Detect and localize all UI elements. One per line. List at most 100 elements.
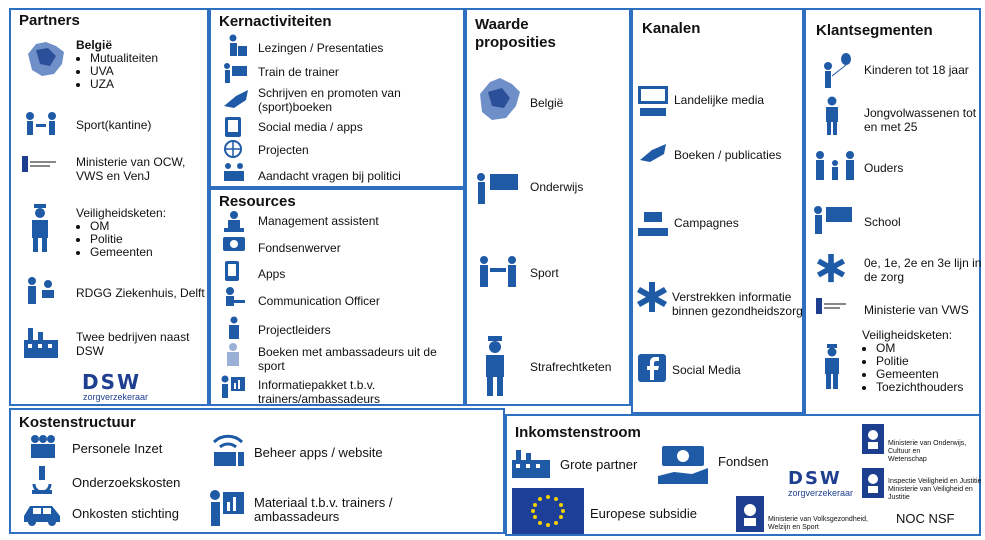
teacher-board-icon: [474, 170, 520, 206]
dsw-logo: DSW: [82, 370, 142, 394]
klant-item-4: 0e, 1e, 2e en 3e lijn in de zorg: [864, 256, 982, 284]
partners-sport: Sport(kantine): [76, 118, 152, 132]
res-item-2: Apps: [258, 267, 286, 281]
factory-icon: [22, 326, 60, 360]
list-item: OM: [876, 342, 963, 355]
list-item: Mutualiteiten: [90, 52, 158, 65]
phone-app-icon: [224, 260, 240, 282]
list-item: OM: [90, 220, 153, 233]
waarde-item-2: Sport: [530, 266, 559, 280]
trainer-icon: [222, 62, 248, 84]
list-item: Gemeenten: [876, 368, 963, 381]
kosten-item-2: Onkosten stichting: [72, 506, 179, 521]
doctor-patient-icon: [22, 276, 58, 306]
kosten-item-3: Beheer apps / website: [254, 445, 383, 460]
partners-rdgg: RDGG Ziekenhuis, Delft: [76, 286, 205, 300]
res-item-6: Informatiepakket t.b.v. trainers/ambassa…: [258, 378, 381, 406]
ministry-logo-icon: [816, 298, 846, 314]
open-book-icon: [638, 140, 668, 164]
car-icon: [20, 500, 64, 526]
police-officer-icon: [480, 336, 510, 398]
resources-box: [209, 188, 465, 406]
inkomsten-title: Inkomstenstroom: [515, 424, 641, 441]
factory-icon: [510, 448, 552, 480]
partners-title: Partners: [19, 12, 80, 29]
resources-title: Resources: [219, 193, 296, 210]
kosten-title: Kostenstructuur: [19, 414, 136, 431]
inkomsten-fondsen: Fondsen: [718, 454, 769, 469]
boxing-icon: [474, 254, 522, 290]
ambassador-icon: [222, 342, 244, 368]
police-officer-icon: [26, 204, 54, 254]
kosten-item-1: Onderzoekskosten: [72, 475, 181, 490]
medical-star-icon: [636, 280, 668, 314]
team-people-icon: [28, 434, 58, 460]
klant-veiligheid-title: Veiligheidsketen:: [862, 328, 953, 342]
kosten-item-4: Materiaal t.b.v. trainers / ambassadeurs: [254, 495, 393, 524]
waarde-item-1: Onderwijs: [530, 180, 584, 194]
belgium-map-icon: [474, 70, 524, 126]
medical-star-icon: [816, 252, 846, 284]
ministry-logo-icon: [862, 424, 884, 454]
kernactiviteiten-title: Kernactiviteiten: [219, 13, 332, 30]
list-item: UVA: [90, 65, 158, 78]
res-item-3: Communication Officer: [258, 294, 380, 308]
dsw-logo: DSW: [788, 468, 842, 489]
assistant-icon: [222, 210, 246, 234]
partners-ministerie: Ministerie van OCW, VWS en VenJ: [76, 155, 186, 183]
ministry-logo-icon: [22, 156, 56, 172]
info-board-icon: [208, 488, 246, 528]
waarde-title: Waarde proposities: [475, 16, 556, 51]
lecturer-icon: [226, 34, 248, 58]
young-adult-icon: [822, 96, 842, 136]
kosten-box: [9, 408, 505, 534]
media-screen-icon: [636, 84, 670, 118]
kanalen-box: [631, 8, 804, 414]
kanalen-item-2: Campagnes: [674, 216, 739, 230]
inkomsten-grote-partner: Grote partner: [560, 457, 638, 472]
klant-item-3: School: [864, 215, 901, 229]
waarde-item-3: Strafrechtketen: [530, 360, 612, 374]
kosten-item-0: Personele Inzet: [72, 441, 163, 456]
partners-veiligheid-title: Veiligheidsketen:: [76, 206, 167, 220]
belgium-map-icon: [22, 34, 70, 82]
money-hand-icon: [656, 444, 710, 486]
money-icon: [222, 236, 246, 252]
police-officer-icon: [822, 344, 842, 390]
kern-item-3: Social media / apps: [258, 120, 363, 134]
campaign-audience-icon: [636, 210, 670, 238]
waarde-item-0: België: [530, 96, 564, 110]
kernactiviteiten-box: [209, 8, 465, 188]
kanalen-item-0: Landelijke media: [674, 93, 765, 107]
ministry-logo-icon: [862, 468, 884, 498]
res-item-1: Fondsenwerver: [258, 241, 341, 255]
list-item: UZA: [90, 78, 158, 91]
inkomsten-europese: Europese subsidie: [590, 506, 697, 521]
family-icon: [812, 150, 858, 182]
teacher-board-icon: [812, 204, 854, 236]
kern-item-4: Projecten: [258, 143, 309, 157]
klant-veiligheid-list: OM Politie Gemeenten Toezichthouders: [862, 342, 963, 394]
facebook-icon: [638, 354, 666, 382]
partners-belgie: België: [76, 38, 113, 52]
res-item-4: Projectleiders: [258, 323, 331, 337]
inkomsten-inspectie: Inspectie Veiligheid en Justitie Ministe…: [888, 478, 982, 501]
ministry-logo-icon: [736, 496, 764, 532]
kanalen-title: Kanalen: [642, 20, 701, 37]
klant-item-0: Kinderen tot 18 jaar: [864, 63, 969, 77]
tablet-icon: [224, 116, 242, 138]
officer-desk-icon: [222, 286, 246, 310]
res-item-5: Boeken met ambassadeurs uit de sport: [258, 345, 437, 373]
sport-people-icon: [22, 110, 62, 140]
list-item: Gemeenten: [90, 246, 153, 259]
kern-item-1: Train de trainer: [258, 65, 339, 79]
partners-veiligheid-list: OM Politie Gemeenten: [76, 220, 153, 259]
inkomsten-min-ocw: Ministerie van Onderwijs, Cultuur en Wet…: [888, 440, 967, 463]
child-balloon-icon: [818, 52, 854, 90]
kern-item-2: Schrijven en promoten van (sport)boeken: [258, 86, 401, 114]
kern-item-5: Aandacht vragen bij politici: [258, 169, 401, 183]
kanalen-item-4: Social Media: [672, 363, 741, 377]
dsw-logo-subtitle: zorgverzekeraar: [83, 392, 149, 402]
inkomsten-min-vws: Ministerie van Volksgezondheid, Welzijn …: [768, 516, 869, 531]
